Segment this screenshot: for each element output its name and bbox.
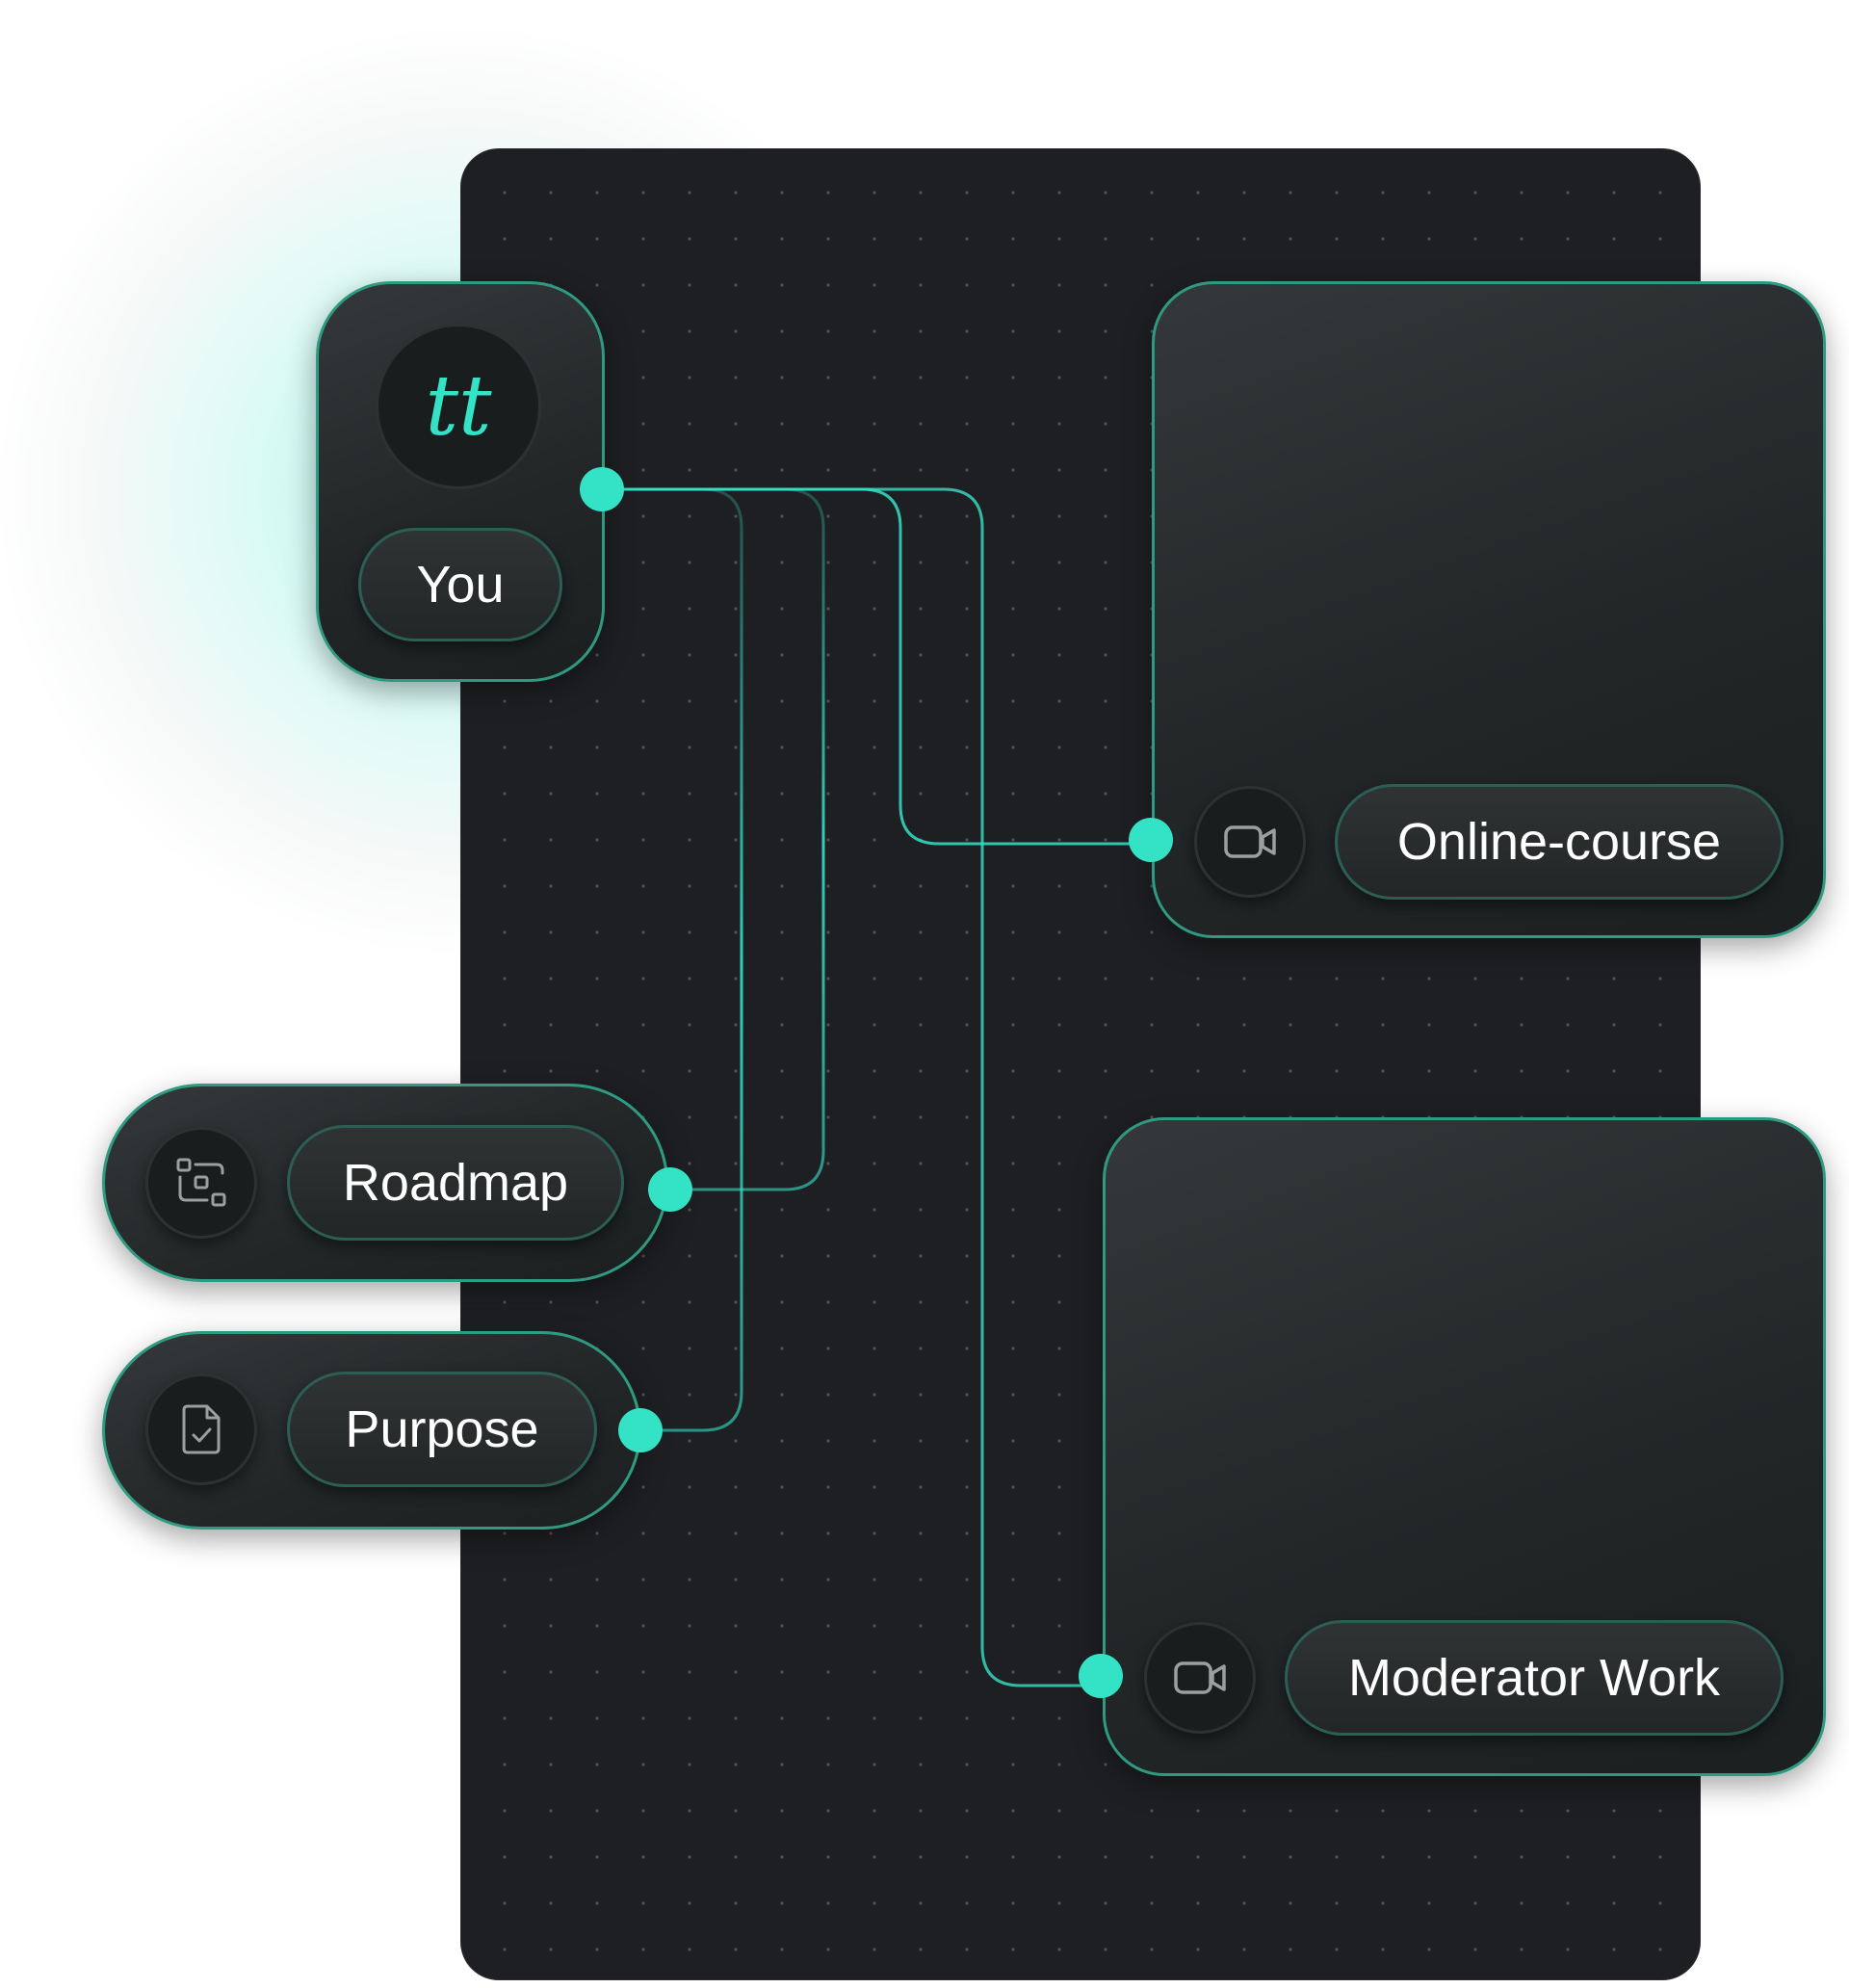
user-initials: tt (425, 358, 492, 455)
roadmap-connector-dot[interactable] (648, 1167, 692, 1212)
roadmap-label: Roadmap (287, 1125, 624, 1241)
video-camera-icon (1224, 825, 1276, 858)
purpose-label-text: Purpose (345, 1400, 539, 1458)
you-label: You (358, 528, 562, 641)
user-avatar: tt (376, 324, 541, 489)
purpose-icon-button[interactable] (145, 1373, 257, 1485)
wire-you-online-course (602, 487, 1156, 846)
document-check-icon (182, 1404, 221, 1454)
roadmap-icon (176, 1158, 226, 1207)
online-course-label-text: Online-course (1396, 813, 1722, 871)
moderator-work-label-text: Moderator Work (1347, 1649, 1721, 1707)
roadmap-label-text: Roadmap (342, 1154, 569, 1212)
online-course-label: Online-course (1335, 784, 1784, 900)
online-course-icon-button[interactable] (1194, 786, 1306, 898)
purpose-connector-dot[interactable] (618, 1408, 663, 1452)
wire-you-roadmap (602, 487, 825, 1191)
moderator-work-icon-button[interactable] (1144, 1622, 1256, 1734)
online-course-connector-dot[interactable] (1129, 818, 1173, 862)
you-connector-dot[interactable] (580, 467, 624, 511)
moderator-work-connector-dot[interactable] (1079, 1654, 1123, 1698)
roadmap-icon-button[interactable] (145, 1127, 257, 1239)
wire-you-moderator-work (602, 487, 1107, 1687)
wire-you-purpose (602, 487, 743, 1432)
video-camera-icon (1174, 1661, 1226, 1694)
you-label-text: You (416, 556, 505, 614)
purpose-label: Purpose (287, 1372, 597, 1487)
moderator-work-label: Moderator Work (1285, 1620, 1784, 1736)
